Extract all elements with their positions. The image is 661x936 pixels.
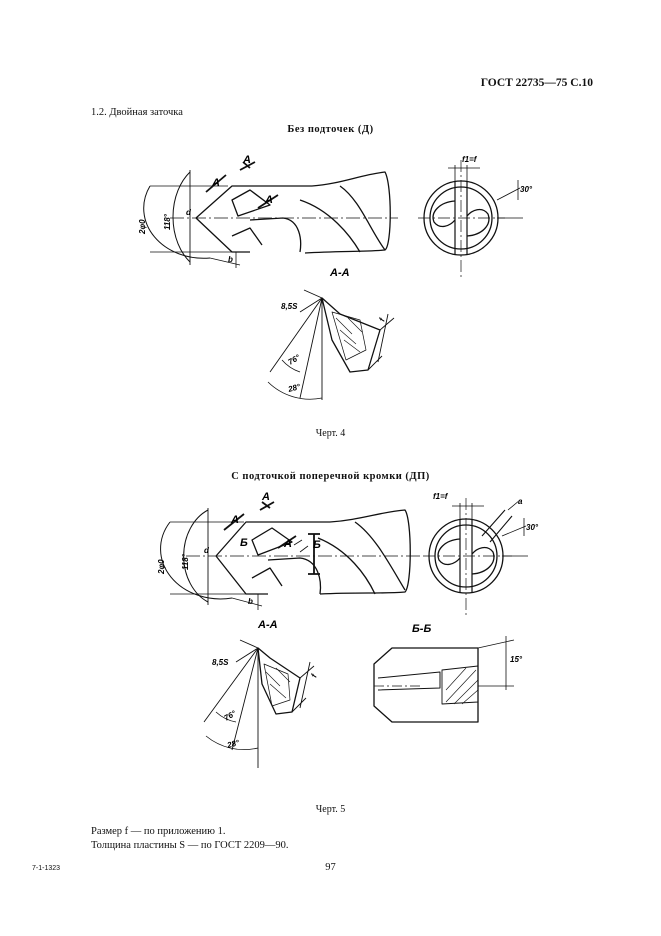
figure4-section-aa — [267, 289, 395, 400]
fig4-label-a3: A — [264, 194, 273, 206]
fig5-label-b1: Б — [240, 537, 248, 549]
figure5-subtitle: С подточкой поперечной кромки (ДП) — [231, 471, 430, 482]
figure4-drill-end-view — [418, 160, 523, 280]
fig4-label-30: 30° — [520, 185, 533, 194]
figure4-subtitle: Без подточек (Д) — [287, 124, 374, 135]
fig5-label-118: 118° — [181, 553, 190, 570]
section-title: 1.2. Двойная заточка — [91, 107, 183, 118]
fig5-label-76: 76° — [223, 708, 239, 722]
page-number: 97 — [325, 862, 336, 873]
figure5-drill-side-view — [160, 501, 420, 610]
fig4-label-a1: A — [242, 154, 251, 166]
figure5-section-bb — [373, 636, 515, 723]
figure5-drill-end-view — [423, 498, 528, 616]
note-size-f: Размер f — по приложению 1. — [91, 826, 226, 837]
fig4-label-855: 8,5S — [281, 302, 298, 311]
fig4-label-118: 118° — [163, 213, 172, 230]
fig5-label-f: f — [309, 672, 319, 679]
fig4-label-d: d — [186, 208, 192, 217]
fig5-label-f1: f1=f — [433, 492, 449, 501]
fig5-label-b2: Б — [313, 539, 321, 551]
note-plate-thickness: Толщина пластины S — по ГОСТ 2209—90. — [91, 840, 289, 851]
page-header: ГОСТ 22735—75 С.10 — [480, 77, 593, 89]
fig4-label-a2: A — [211, 177, 220, 189]
fig5-label-15: 15° — [510, 655, 523, 664]
fig5-label-28: 28° — [225, 738, 241, 750]
fig5-label-d: d — [204, 546, 210, 555]
fig4-label-diam: 2φ0 — [138, 219, 147, 235]
figure5-section-aa — [203, 639, 315, 768]
fig5-label-a3: A — [283, 538, 292, 550]
fig5-label-a1: A — [261, 491, 270, 503]
figure5-caption: Черт. 5 — [315, 804, 346, 815]
fig5-label-855: 8,5S — [212, 658, 229, 667]
fig5-label-a: a — [518, 497, 523, 506]
fig4-label-f1: f1=f — [462, 155, 478, 164]
fig5-label-diam: 2φ0 — [157, 559, 166, 575]
fig4-label-f: f — [377, 316, 387, 323]
fig5-label-a2: A — [230, 514, 239, 526]
figure4-caption: Черт. 4 — [315, 428, 346, 439]
fig4-label-28: 28° — [286, 382, 302, 394]
fig5-section-aa-title: A-A — [257, 619, 278, 631]
fig5-label-b: b — [248, 597, 253, 606]
fig4-label-76: 76° — [287, 352, 303, 366]
fig5-label-30: 30° — [526, 523, 539, 532]
fig4-section-title: A-A — [329, 267, 350, 279]
fig4-label-b: b — [228, 255, 233, 264]
fig5-section-bb-title: Б-Б — [412, 623, 431, 635]
print-code: 7-1-1323 — [32, 865, 61, 872]
figure4-drill-side-view — [143, 161, 398, 268]
